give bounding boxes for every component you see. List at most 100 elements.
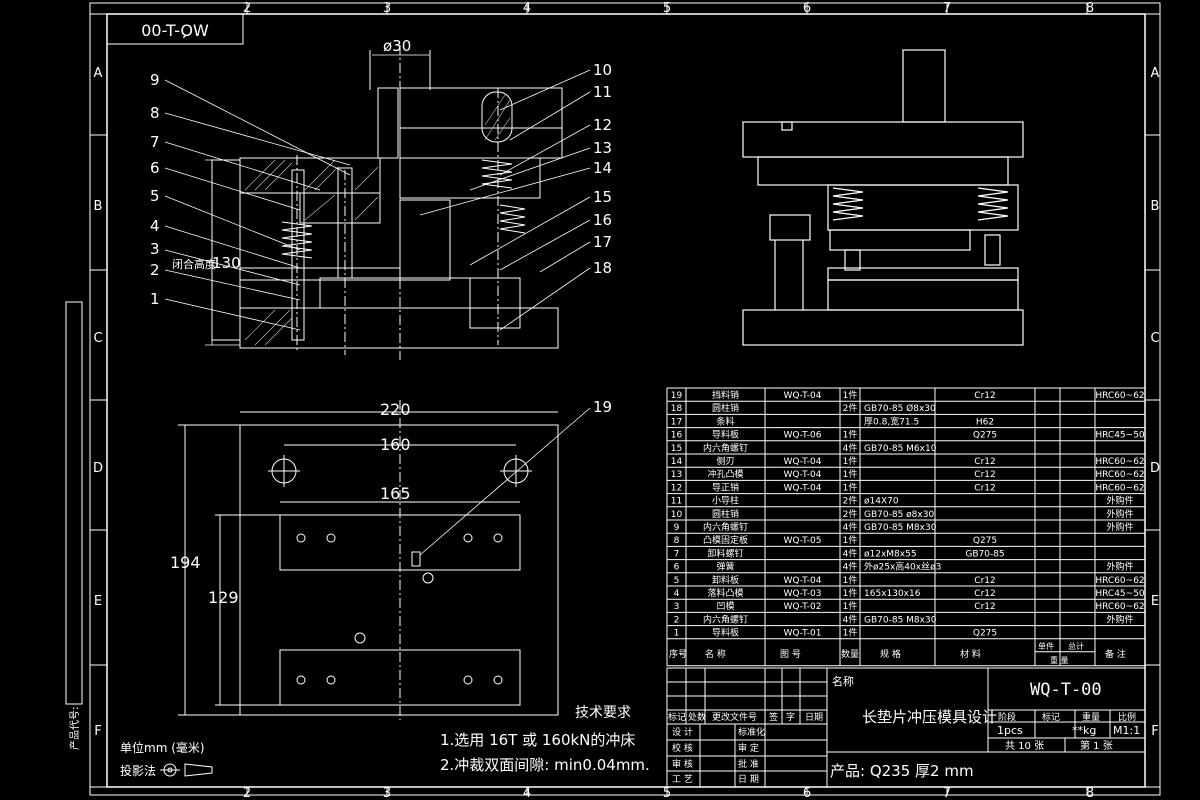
title-sheet: 第 1 张: [1080, 739, 1113, 752]
role-approve: 审 定: [738, 742, 759, 754]
bom-cell-name: 条料: [716, 415, 734, 427]
callout-2: 2: [150, 261, 160, 279]
side-product-code-label: 产品代号:: [68, 707, 81, 750]
title-main: 长垫片冲压模具设计: [862, 708, 997, 726]
bom-cell-name: 侧刃: [716, 455, 734, 467]
role-ratify: 批 准: [738, 758, 759, 770]
bom-cell-mat: Cr12: [974, 457, 995, 467]
bom-cell-note: HRC45~50: [1095, 431, 1145, 441]
bom-cell-mat: Q275: [973, 536, 997, 546]
bom-cell-name: 弹簧: [716, 561, 734, 573]
bom-hdr-unit: 单件: [1038, 641, 1054, 651]
bom-cell-no: 19: [671, 391, 683, 401]
dim-d30: ø30: [383, 37, 411, 55]
bom-cell-name: 凹模: [716, 601, 734, 612]
bom-hdr-mat: 材 料: [960, 648, 981, 660]
bom-hdr-no: 序号: [669, 648, 687, 660]
title-weight: **kg: [1072, 724, 1096, 737]
frame-col-6-bottom: 6: [803, 786, 811, 800]
frame-row-c-right: C: [1150, 331, 1159, 346]
title-block: [666, 667, 1146, 788]
dim-165: 165: [380, 484, 411, 503]
frame-col-7-bottom: 7: [943, 786, 951, 800]
bom-hdr-name: 名 称: [705, 648, 726, 660]
bom-cell-code: WQ-T-02: [783, 602, 821, 612]
bom-cell-name: 导料板: [712, 627, 739, 639]
bom-cell-note: HRC60~62: [1095, 483, 1144, 493]
bom-cell-qty: 1件: [843, 389, 858, 401]
frame-col-4: 4: [523, 1, 531, 16]
frame-col-3: 3: [383, 1, 391, 16]
rev-hdr-date: 日期: [805, 712, 823, 723]
bom-cell-spec: 165x130x16: [864, 589, 921, 599]
bom-cell-no: 13: [671, 470, 682, 480]
bom-cell-no: 9: [674, 523, 680, 533]
title-weight-hdr: 重量: [1082, 711, 1100, 723]
bom-cell-qty: 1件: [843, 534, 858, 546]
notes-line-1: 1.选用 16T 或 160kN的冲床: [440, 731, 635, 749]
bom-cell-code: WQ-T-04: [783, 391, 821, 401]
bom-cell-qty: 1件: [843, 429, 858, 441]
bom-cell-note: HRC60~62: [1095, 470, 1144, 480]
bom-cell-mat: Q275: [973, 629, 997, 639]
bom-hdr-spec: 规 格: [880, 648, 901, 660]
bom-cell-name: 内六角螺钉: [703, 521, 748, 533]
bom-cell-qty: 2件: [843, 402, 858, 414]
bom-cell-no: 6: [674, 563, 680, 573]
bom-cell-qty: 2件: [843, 508, 858, 520]
bom-cell-code: WQ-T-04: [783, 470, 821, 480]
bom-cell-no: 10: [671, 510, 683, 520]
bom-cell-no: 18: [671, 404, 683, 414]
bom-cell-name: 卸料板: [712, 574, 739, 586]
bom-cell-no: 1: [674, 629, 680, 639]
frame-col-6: 6: [803, 1, 811, 16]
bom-cell-qty: 1件: [843, 481, 858, 493]
bom-cell-name: 内六角螺钉: [703, 613, 748, 625]
role-check: 校 核: [672, 742, 693, 754]
title-code: WQ-T-00: [1030, 680, 1102, 700]
notes-line-2: 2.冲裁双面间隙: min0.04mm.: [440, 756, 650, 774]
bom-cell-spec: 外ø25x高40x丝ø3: [864, 561, 941, 573]
bom-cell-spec: GB70-85 Ø8x30: [864, 403, 936, 414]
bom-cell-code: WQ-T-04: [783, 483, 821, 493]
bom-cell-no: 5: [674, 576, 680, 586]
callout-4: 4: [150, 217, 160, 235]
title-scale-hdr: 比例: [1118, 711, 1136, 723]
bom-cell-name: 冲孔凸模: [707, 468, 743, 480]
title-name-label: 名称: [832, 674, 854, 688]
bom-cell-name: 圆柱销: [712, 508, 739, 520]
bom-cell-mat: Cr12: [974, 589, 995, 599]
bom-cell-no: 2: [674, 615, 680, 625]
title-block-text: 标记 处数 更改文件号 签 字 日期 设 计 校 核 审 核 工 艺 标准化 审…: [668, 711, 823, 785]
unit-note: 单位mm (毫米): [120, 740, 205, 755]
role-design: 设 计: [672, 726, 693, 738]
bom-cell-note: 外购件: [1106, 561, 1133, 573]
bom-cell-note: HRC45~50: [1095, 589, 1145, 599]
bom-cell-mat: Cr12: [974, 483, 995, 493]
bom-table: [666, 387, 1146, 667]
role-process: 工 艺: [672, 774, 693, 785]
bom-cell-no: 8: [674, 536, 680, 546]
bom-hdr-code: 图 号: [780, 649, 801, 660]
bom-cell-no: 4: [674, 589, 680, 599]
dim-129: 129: [208, 588, 239, 607]
callout-numbers: 1 2 3 4 5 6 7 8 9 10 11 12 13 14 15 16 1…: [150, 61, 612, 416]
frame-side-letters: A B C D E F A B C D E F: [93, 66, 1160, 739]
bom-cell-mat: Cr12: [974, 576, 995, 586]
bom-cell-qty: 1件: [843, 574, 858, 586]
frame-col-4-bottom: 4: [523, 786, 531, 800]
frame-row-d-right: D: [1150, 461, 1160, 476]
bom-cell-qty: 4件: [843, 547, 858, 559]
frame-col-2-bottom: 2: [243, 786, 251, 800]
section-view: [211, 45, 563, 360]
frame-row-a-right: A: [1151, 66, 1160, 81]
bom-cell-code: WQ-T-06: [783, 431, 821, 441]
bom-cell-name: 凸模固定板: [703, 534, 748, 546]
frame-row-e: E: [94, 594, 102, 609]
notes-heading: 技术要求: [575, 705, 631, 721]
frame-row-c: C: [93, 331, 102, 346]
bom-cell-no: 17: [671, 417, 682, 427]
bom-cell-qty: 1件: [843, 587, 858, 599]
bom-cell-note: 外购件: [1106, 508, 1133, 520]
